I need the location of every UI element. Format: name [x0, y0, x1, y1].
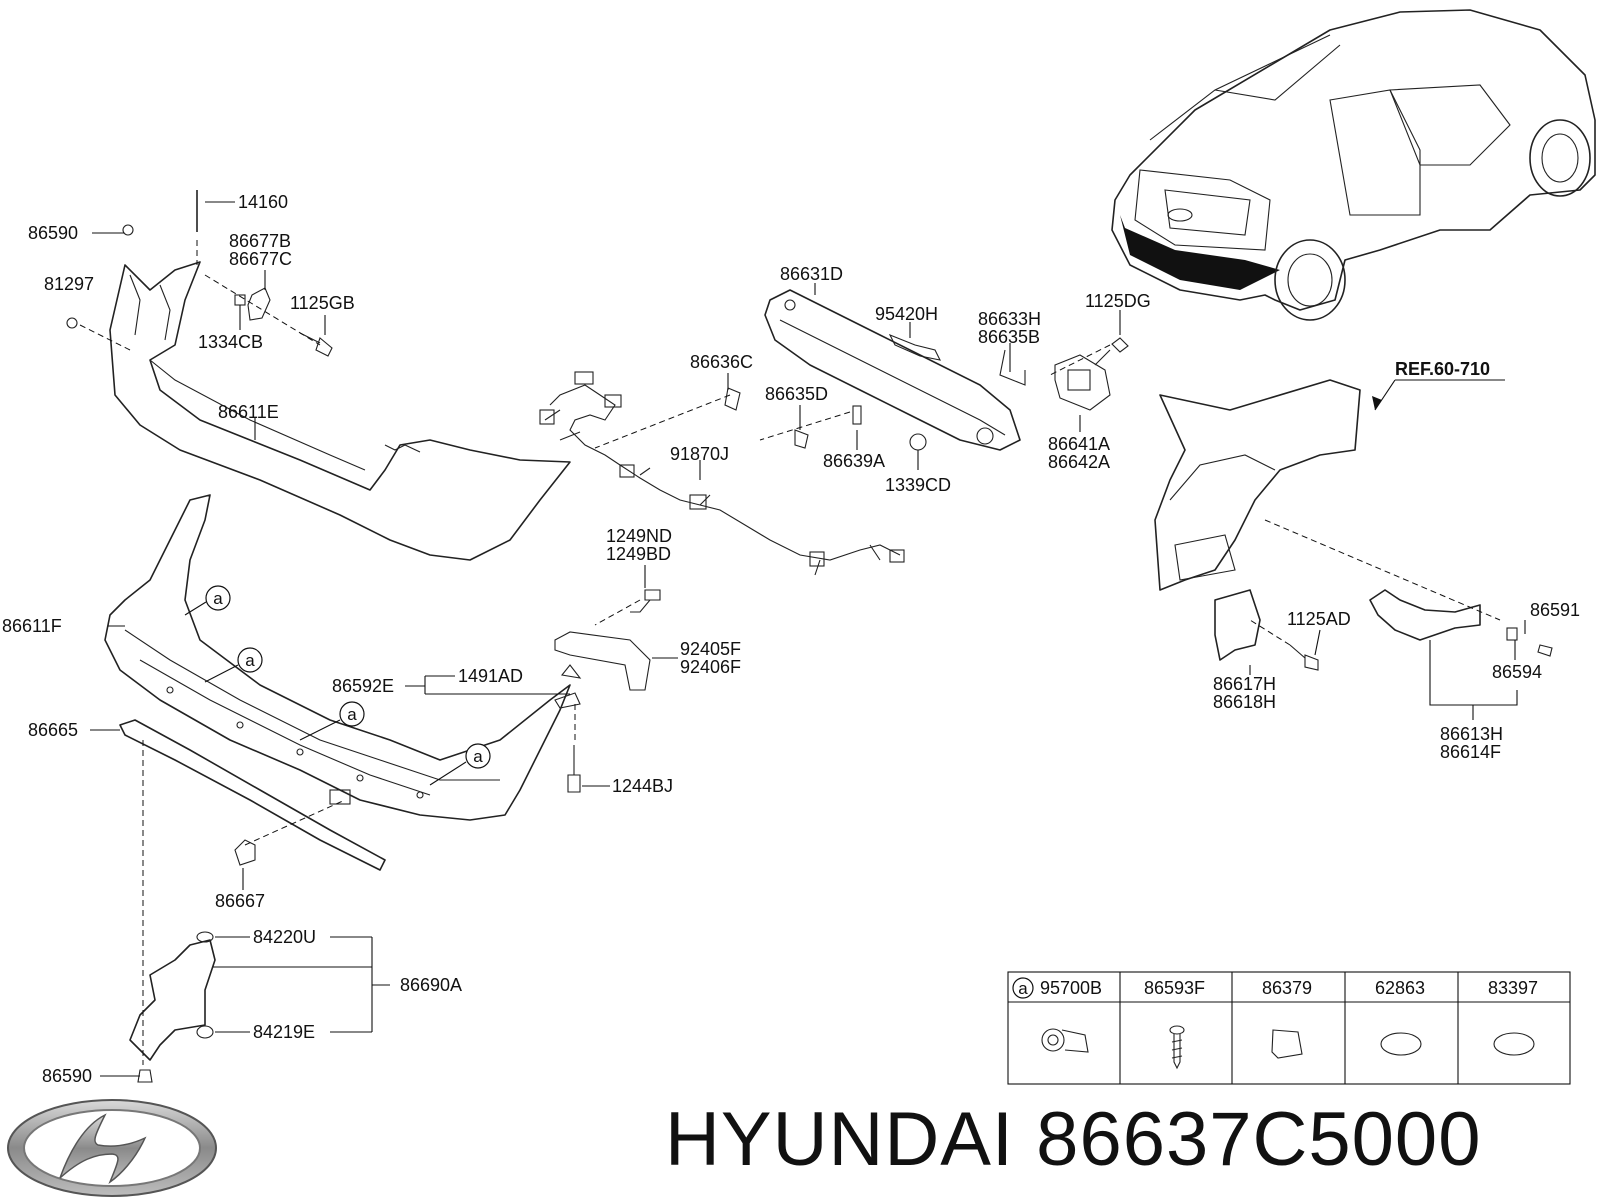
leader-lines [90, 201, 1526, 1077]
label-86590-bottom: 86590 [42, 1066, 92, 1086]
label-95420h: 95420H [875, 304, 938, 324]
label-86592e: 86592E [332, 676, 394, 696]
svg-text:a: a [473, 747, 483, 766]
label-1244bj: 1244BJ [612, 776, 673, 796]
label-1334cb: 1334CB [198, 332, 263, 352]
legend-col-2: 86593F [1144, 978, 1205, 998]
svg-text:a: a [1018, 979, 1028, 998]
legend-col-1: 95700B [1040, 978, 1102, 998]
legend-col-5: 83397 [1488, 978, 1538, 998]
part-number: 86637C5000 [1036, 1097, 1482, 1182]
label-1125gb: 1125GB [290, 293, 355, 313]
legend-table: a 95700B 86593F 86379 62863 83397 [1007, 971, 1571, 1085]
label-86667: 86667 [215, 891, 265, 911]
label-86591: 86591 [1530, 600, 1580, 620]
footer-title: HYUNDAI 86637C5000 [665, 1090, 1585, 1190]
label-91870j: 91870J [670, 444, 729, 464]
label-86677b: 86677B [229, 231, 291, 251]
label-86590-top: 86590 [28, 223, 78, 243]
hyundai-logo [7, 1099, 217, 1197]
label-84219e: 84219E [253, 1022, 315, 1042]
label-86613h: 86613H [1440, 724, 1503, 744]
label-86611e: 86611E [218, 402, 279, 422]
label-86635d: 86635D [765, 384, 828, 404]
ref-fender-panel: REF.60-710 [1154, 359, 1505, 591]
svg-text:a: a [213, 589, 223, 608]
label-92406f: 92406F [680, 657, 741, 677]
svg-text:a: a [245, 651, 255, 670]
label-86639a: 86639A [823, 451, 885, 471]
label-86618h: 86618H [1213, 692, 1276, 712]
fasteners [66, 190, 1553, 1083]
ring-icon [1380, 1032, 1422, 1056]
lower-bumper-cover [104, 494, 571, 821]
ring-icon [1493, 1032, 1535, 1056]
label-86594: 86594 [1492, 662, 1542, 682]
upper-bumper-cover [109, 261, 571, 561]
label-86633h: 86633H [978, 309, 1041, 329]
screw-icon [1169, 1025, 1185, 1070]
label-86641a: 86641A [1048, 434, 1110, 454]
label-1125ad: 1125AD [1287, 609, 1351, 629]
callouts: a a a a [184, 585, 491, 786]
label-86614f: 86614F [1440, 742, 1501, 762]
brand-name: HYUNDAI [665, 1097, 1015, 1182]
label-92405f: 92405F [680, 639, 741, 659]
label-86690a: 86690A [400, 975, 462, 995]
label-86665: 86665 [28, 720, 78, 740]
label-1491ad: 1491AD [458, 666, 523, 686]
vehicle-illustration [1111, 9, 1596, 321]
wiring-harness [539, 371, 905, 576]
assembly-lines [79, 240, 1501, 1065]
label-1125dg: 1125DG [1085, 291, 1151, 311]
label-1249nd: 1249ND [606, 526, 672, 546]
label-1249bd: 1249BD [606, 544, 671, 564]
legend-col-4: 62863 [1375, 978, 1425, 998]
legend-col-3: 86379 [1262, 978, 1312, 998]
label-1339cd: 1339CD [885, 475, 951, 495]
lower-trim-strip [119, 719, 386, 871]
label-14160: 14160 [238, 192, 288, 212]
label-81297: 81297 [44, 274, 94, 294]
label-86635b: 86635B [978, 327, 1040, 347]
part-labels: 14160 86590 86677B 86677C 81297 1125GB 1… [2, 192, 1580, 1086]
label-86617h: 86617H [1213, 674, 1276, 694]
plug-icon [1271, 1029, 1303, 1059]
label-86631d: 86631D [780, 264, 843, 284]
sensor-icon [1041, 1028, 1089, 1053]
label-86642a: 86642A [1048, 452, 1110, 472]
label-84220u: 84220U [253, 927, 316, 947]
label-86636c: 86636C [690, 352, 753, 372]
ref-label: REF.60-710 [1395, 359, 1490, 379]
reinforcement-beam [764, 289, 1021, 451]
label-86677c: 86677C [229, 249, 292, 269]
label-86611f: 86611F [2, 616, 62, 636]
svg-text:a: a [347, 705, 357, 724]
